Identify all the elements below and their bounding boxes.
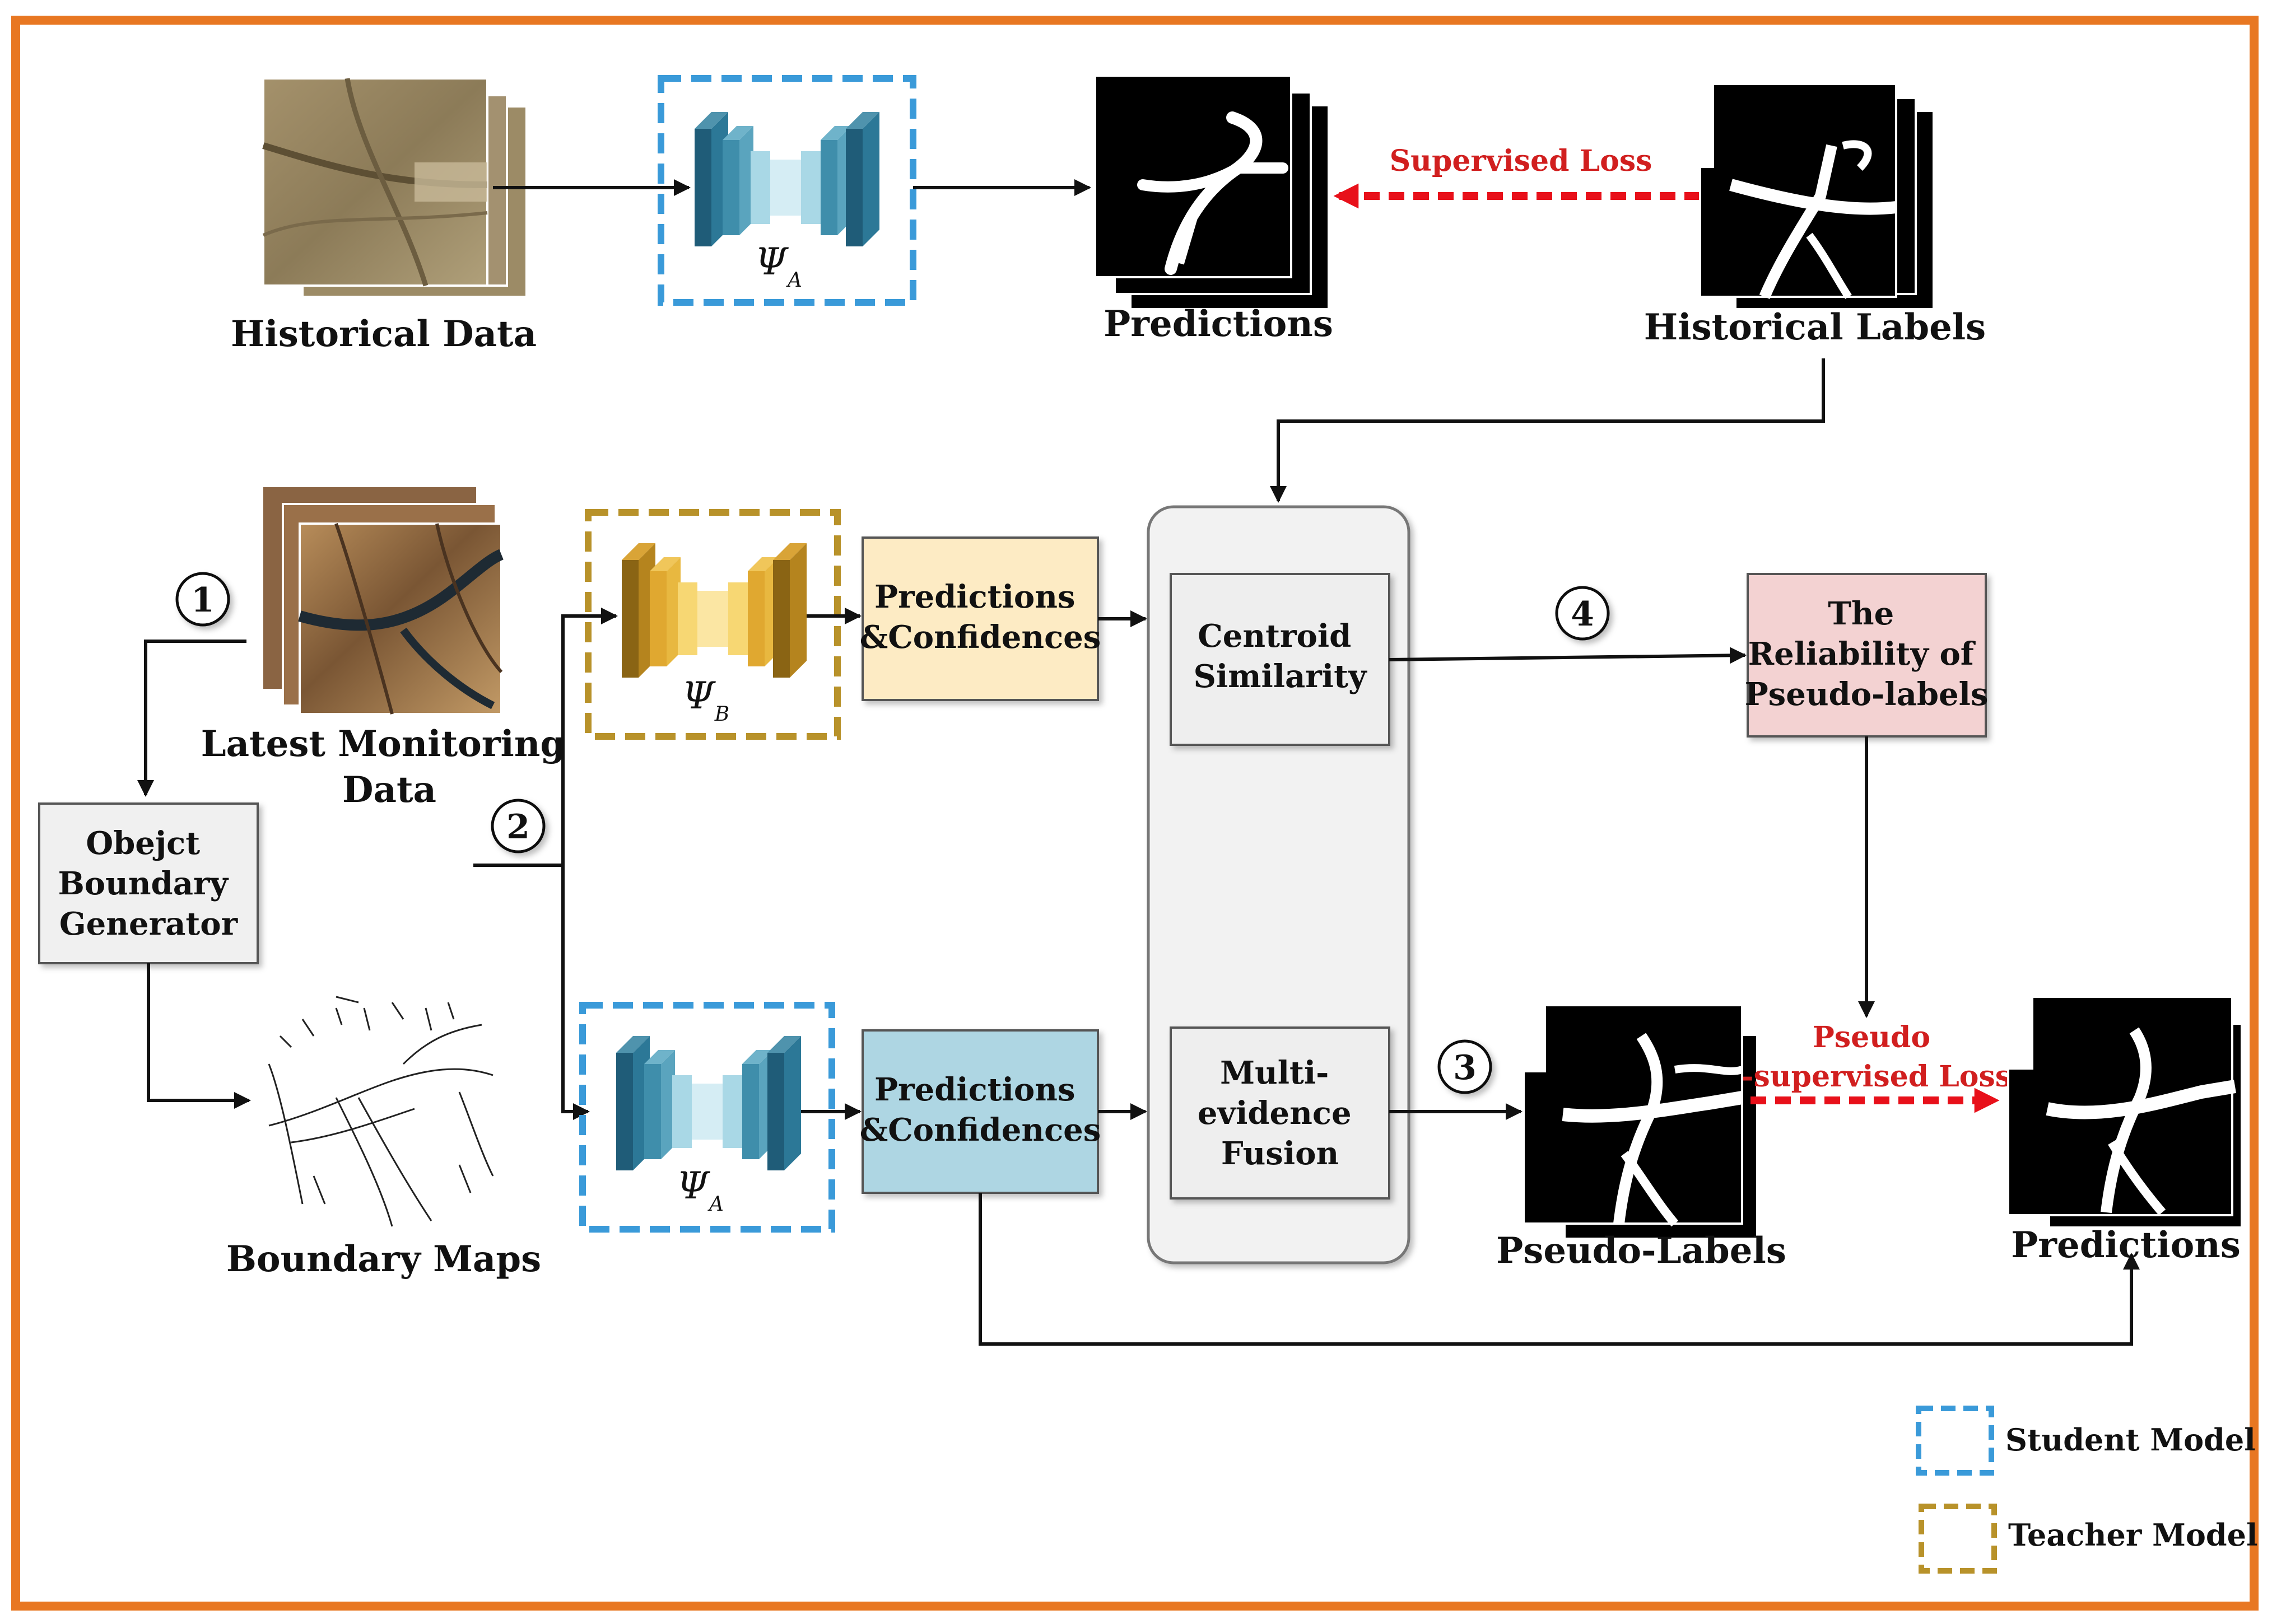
multi-evidence-fusion-box xyxy=(1170,1026,1390,1200)
unet-icon-top xyxy=(695,112,879,246)
boundary-maps-label: Boundary Maps xyxy=(226,1238,541,1280)
legend-teacher-swatch xyxy=(1919,1504,1997,1574)
reliability-text: The Reliability of Pseudo-labels xyxy=(1745,595,1989,713)
student-model-symbol: ΨA xyxy=(677,1164,724,1216)
arrow-predconf-to-final xyxy=(979,1193,2140,1346)
arrow-latest-to-generator xyxy=(137,640,246,797)
step-2-number: 2 xyxy=(506,808,530,847)
unet-icon-teacher xyxy=(622,543,807,678)
legend-teacher-label: Teacher Model xyxy=(2008,1517,2258,1553)
step-2-badge xyxy=(491,799,546,853)
arrow-split-to-student xyxy=(561,865,590,1120)
predictions-label-final: Predictions xyxy=(2011,1224,2241,1266)
predictions-image-top xyxy=(1094,74,1328,308)
step-3-number: 3 xyxy=(1453,1048,1477,1088)
reliability-box xyxy=(1747,573,1987,738)
pred-conf-teacher-box xyxy=(862,536,1099,701)
legend-student-label: Student Model xyxy=(2005,1422,2256,1458)
pseudo-supervised-loss-label: Pseudo -supervised Loss xyxy=(1742,1020,2012,1094)
predictions-image-final xyxy=(2007,996,2241,1226)
step-4-number: 4 xyxy=(1571,595,1594,634)
legend-student-swatch xyxy=(1916,1406,1994,1476)
arrow-centroid-to-reliability xyxy=(1389,647,1747,664)
model-symbol-top: ΨA xyxy=(755,240,802,292)
pseudo-labels-label: Pseudo-Labels xyxy=(1496,1230,1786,1272)
centroid-similarity-text: Centroid Similarity xyxy=(1194,618,1367,695)
historical-labels-image xyxy=(1699,83,1933,308)
arrow-split-to-teacher xyxy=(561,608,618,865)
historical-data-image xyxy=(262,77,528,298)
historical-data-label: Historical Data xyxy=(231,313,537,355)
unet-icon-student xyxy=(616,1036,801,1170)
predictions-label-top: Predictions xyxy=(1104,303,1333,345)
teacher-model-symbol: ΨB xyxy=(682,674,729,726)
student-model-box-top xyxy=(658,75,916,306)
step-1-number: 1 xyxy=(191,581,215,620)
centroid-similarity-box xyxy=(1170,573,1390,746)
object-boundary-generator-text: Obejct Boundary Generator xyxy=(58,825,239,942)
student-model-box-bottom xyxy=(579,1002,835,1233)
step-3-badge xyxy=(1437,1039,1492,1094)
historical-labels-label: Historical Labels xyxy=(1644,306,1986,348)
pseudo-labels-image xyxy=(1523,1004,1756,1238)
supervised-loss-label: Supervised Loss xyxy=(1390,144,1652,178)
pred-conf-teacher-text: Predictions &Confidences xyxy=(860,578,1101,656)
boundary-maps-image xyxy=(268,996,494,1227)
multi-evidence-fusion-text: Multi- evidence Fusion xyxy=(1198,1054,1362,1172)
step-4-badge xyxy=(1555,586,1610,641)
arrow-generator-to-boundary xyxy=(147,963,251,1109)
latest-monitoring-image xyxy=(263,487,504,715)
latest-monitoring-label: Latest Monitoring Data xyxy=(201,723,578,811)
pred-conf-student-text: Predictions &Confidences xyxy=(860,1071,1101,1149)
step-1-badge xyxy=(175,572,230,627)
arrow-labels-to-centroid xyxy=(1270,358,1825,503)
teacher-model-box xyxy=(585,509,841,740)
